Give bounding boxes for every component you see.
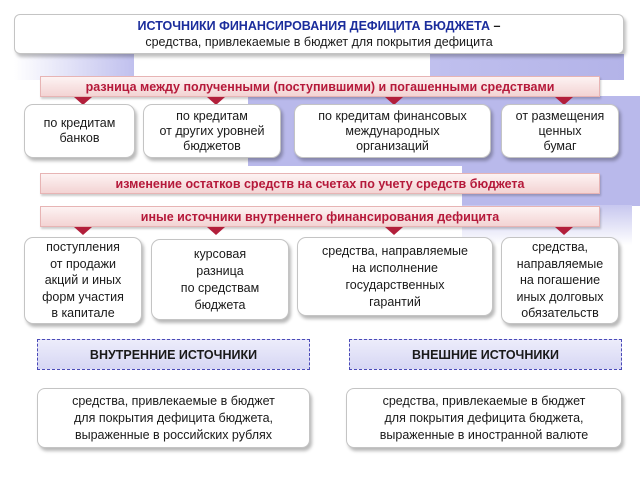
description-line: для покрытия дефицита бюджета, (384, 410, 584, 425)
other-source-line: по средствам (180, 280, 260, 295)
title-dash: – (490, 19, 501, 33)
other-source-line: направляемые (516, 256, 604, 271)
other-source-line: иных долговых (516, 289, 604, 304)
other-source-line: средства, (531, 240, 589, 255)
internal-sources-description: средства, привлекаемые в бюджет для покр… (37, 388, 310, 448)
credit-source-line: банков (59, 131, 100, 145)
other-source-line: на погашение (519, 273, 601, 288)
credit-source-line: организаций (356, 138, 429, 153)
other-source-line: курсовая (193, 246, 247, 261)
description-line: выраженные в российских рублях (74, 427, 273, 442)
credit-source-line: международных (345, 123, 440, 138)
background-band-left (14, 54, 134, 80)
credit-source-line: бумаг (543, 138, 577, 153)
title-subtitle: средства, привлекаемые в бюджет для покр… (145, 35, 493, 49)
external-sources-header: ВНЕШНИЕ ИСТОЧНИКИ (349, 339, 622, 370)
arrow-icon (555, 97, 573, 105)
credit-source-line: бюджетов (183, 138, 241, 153)
diagram-title: ИСТОЧНИКИ ФИНАНСИРОВАНИЯ ДЕФИЦИТА БЮДЖЕТ… (14, 14, 624, 54)
description-line: для покрытия дефицита бюджета, (73, 410, 274, 425)
arrow-icon (74, 227, 92, 235)
other-source-box: средства, направляемые на исполнение гос… (297, 237, 493, 316)
arrow-icon (385, 227, 403, 235)
arrow-icon (74, 97, 92, 105)
external-sources-description: средства, привлекаемые в бюджет для покр… (346, 388, 622, 448)
other-source-line: акций и иных (44, 273, 122, 288)
credit-source-line: по кредитам (43, 116, 116, 130)
other-source-box: курсовая разница по средствам бюджета (151, 239, 289, 320)
other-source-line: в капитале (51, 306, 115, 321)
internal-sources-header: ВНУТРЕННИЕ ИСТОЧНИКИ (37, 339, 310, 370)
other-source-line: на исполнение (352, 260, 438, 275)
credit-source-box: по кредитам банков (24, 104, 135, 158)
arrow-icon (207, 227, 225, 235)
other-source-line: средства, направляемые (322, 243, 468, 258)
other-source-box: поступления от продажи акций и иных форм… (24, 237, 142, 324)
arrow-icon (207, 97, 225, 105)
background-band-right (430, 54, 624, 80)
credit-source-line: по кредитам финансовых (318, 108, 467, 123)
description-line: средства, привлекаемые в бюджет (72, 393, 275, 408)
other-source-line: обязательств (521, 306, 599, 321)
arrow-icon (385, 97, 403, 105)
balance-change-bar-label: изменение остатков средств на счетах по … (115, 176, 525, 191)
balance-change-bar: изменение остатков средств на счетах по … (40, 173, 600, 194)
credit-source-box: по кредитам финансовых международных орг… (294, 104, 491, 158)
credit-source-box: по кредитам от других уровней бюджетов (143, 104, 281, 158)
external-sources-header-label: ВНЕШНИЕ ИСТОЧНИКИ (412, 347, 559, 362)
other-internal-bar: иные источники внутреннего финансировани… (40, 206, 600, 227)
credit-source-line: от размещения (515, 108, 605, 123)
other-source-line: поступления (46, 240, 120, 255)
other-source-line: гарантий (369, 294, 421, 309)
difference-bar-label: разница между полученными (поступившими)… (85, 79, 555, 94)
description-line: выраженные в иностранной валюте (379, 427, 589, 442)
difference-bar: разница между полученными (поступившими)… (40, 76, 600, 97)
title-heading: ИСТОЧНИКИ ФИНАНСИРОВАНИЯ ДЕФИЦИТА БЮДЖЕТ… (137, 19, 491, 33)
other-internal-bar-label: иные источники внутреннего финансировани… (140, 209, 500, 224)
other-source-box: средства, направляемые на погашение иных… (501, 237, 619, 324)
credit-source-box: от размещения ценных бумаг (501, 104, 619, 158)
credit-source-line: по кредитам (176, 108, 248, 123)
other-source-line: государственных (345, 277, 445, 292)
description-line: средства, привлекаемые в бюджет (382, 393, 586, 408)
credit-source-line: ценных (538, 123, 582, 138)
arrow-icon (555, 227, 573, 235)
other-source-line: бюджета (194, 297, 246, 312)
credit-source-line: от других уровней (159, 123, 265, 138)
other-source-line: форм участия (42, 289, 124, 304)
other-source-line: от продажи (50, 256, 116, 271)
other-source-line: разница (196, 263, 244, 278)
internal-sources-header-label: ВНУТРЕННИЕ ИСТОЧНИКИ (89, 347, 258, 362)
